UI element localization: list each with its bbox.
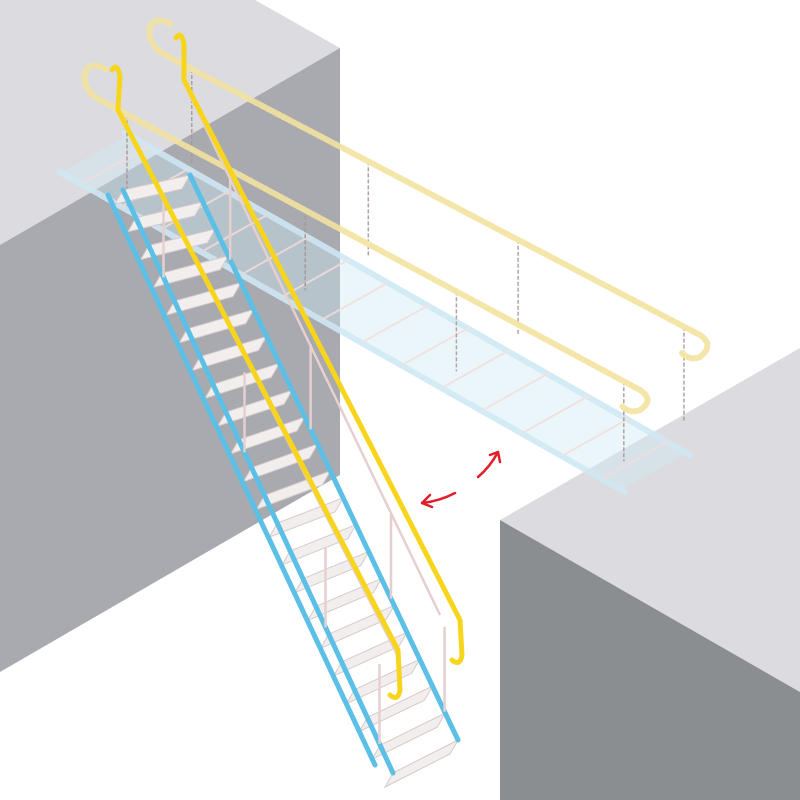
ghost-handrail-back <box>162 52 711 362</box>
stair-tread <box>114 174 191 205</box>
arrow-right <box>476 450 500 479</box>
handrail-left <box>109 64 403 701</box>
stringer-right <box>187 172 461 743</box>
ghost-deck-edge-back <box>122 130 693 458</box>
ghost-handrail-front <box>97 97 651 415</box>
ghost-handrail-front-end <box>81 62 110 103</box>
stair-tread <box>165 281 243 316</box>
curved-double-arrow-icon <box>420 450 502 509</box>
stair <box>105 32 465 789</box>
ghost-deck <box>62 135 690 490</box>
right-block-side <box>500 520 800 800</box>
stair-tread <box>126 201 204 233</box>
ghost-slat <box>361 303 430 344</box>
stair-tread <box>216 389 294 427</box>
ghost-slat <box>321 281 390 321</box>
stringer-left-inner <box>120 187 396 776</box>
stair-tread <box>152 254 230 289</box>
ghost-slat <box>81 145 149 185</box>
stair-tread <box>319 604 396 650</box>
arrow-left-head <box>420 493 434 509</box>
ghost-slat <box>401 326 470 366</box>
stair-tread <box>203 362 281 400</box>
stringer-left-outer <box>105 192 378 768</box>
ghost-slat <box>521 394 591 435</box>
stair-tread <box>191 335 268 372</box>
stair-tread <box>370 711 447 761</box>
stair-tread <box>139 228 217 261</box>
ghost-slat <box>481 371 550 412</box>
arrow-left <box>420 491 457 505</box>
handrail-right <box>173 32 465 666</box>
ghost-slat <box>561 417 631 457</box>
ghost-posts <box>126 69 685 462</box>
ghost-handrail-back-end <box>146 17 175 58</box>
right-block-top <box>500 348 800 692</box>
stair-tread <box>383 738 460 789</box>
arrow-right-head <box>488 450 502 464</box>
stair-tread <box>358 685 434 733</box>
stair-midrail-right <box>183 84 442 616</box>
stair-tread <box>178 308 255 344</box>
stair-tread <box>332 631 409 678</box>
ghost-slat <box>441 349 510 389</box>
ghost-slat <box>601 439 671 480</box>
stair-posts <box>162 174 446 744</box>
